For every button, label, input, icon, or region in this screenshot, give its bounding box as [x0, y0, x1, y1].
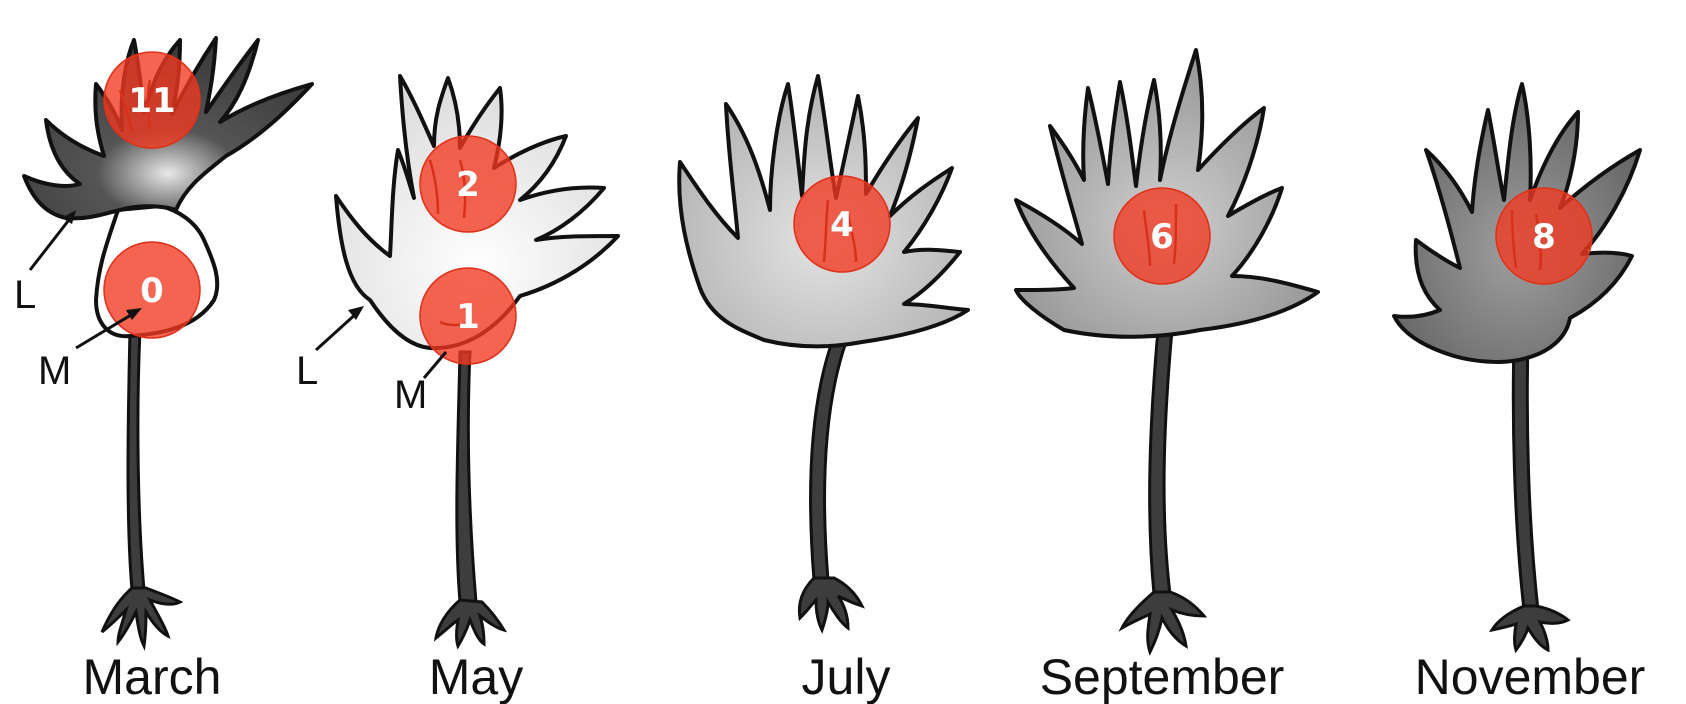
month-label-march: March: [83, 649, 222, 704]
november-stem: [1513, 340, 1538, 610]
september-count: 6: [1150, 217, 1174, 257]
july-count: 4: [830, 205, 854, 245]
september-roots: [1122, 592, 1204, 652]
may-label-l: L: [296, 349, 318, 393]
march-label-l: L: [14, 273, 36, 317]
stage-september: 6: [1016, 50, 1318, 652]
month-label-may: May: [429, 649, 523, 704]
month-label-september: September: [1040, 649, 1285, 704]
stage-march: 11 0 L M: [14, 38, 312, 646]
november-roots: [1492, 606, 1568, 650]
november-count: 8: [1532, 217, 1556, 257]
march-arrow-l: [30, 216, 72, 270]
march-stem: [128, 330, 144, 590]
march-bottom-count: 0: [140, 271, 164, 311]
may-bottom-count: 1: [456, 297, 480, 337]
month-label-november: November: [1415, 649, 1646, 704]
march-top-count: 11: [128, 81, 175, 121]
may-label-m: M: [394, 373, 427, 417]
march-roots: [102, 588, 180, 646]
july-stem: [811, 342, 846, 580]
may-arrow-m: [424, 352, 446, 378]
month-label-july: July: [802, 649, 891, 704]
may-arrow-l: [316, 312, 358, 350]
may-top-count: 2: [456, 165, 480, 205]
stage-may: 2 1 L M: [296, 76, 618, 646]
march-label-m: M: [38, 349, 71, 393]
may-roots: [436, 600, 504, 646]
may-stem: [457, 352, 476, 602]
stage-july: 4: [679, 76, 968, 630]
july-roots: [799, 578, 862, 630]
stage-november: 8: [1394, 84, 1640, 650]
september-stem: [1150, 330, 1172, 594]
